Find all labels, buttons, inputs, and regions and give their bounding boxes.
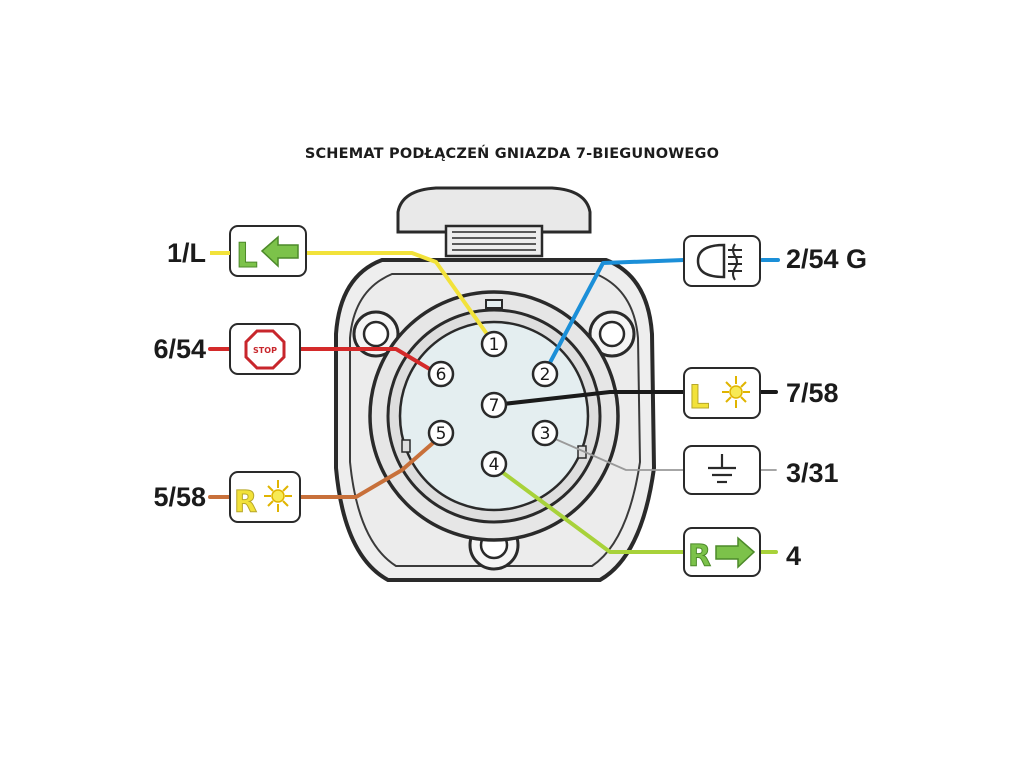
diagram-title: SCHEMAT PODŁĄCZEŃ GNIAZDA 7-BIEGUNOWEGO — [304, 146, 720, 162]
pin-3: 3 — [531, 419, 559, 447]
pin-number-4: 4 — [489, 455, 500, 475]
wire-pin-5 — [298, 434, 443, 499]
pin-label-7: 7/58 — [786, 378, 839, 408]
pin-7: 7 — [480, 391, 508, 419]
screw-hole-left — [352, 310, 400, 358]
wire-pin-3 — [552, 437, 685, 471]
right-turn-signal-icon: R — [683, 527, 761, 577]
wire-pin-6 — [298, 347, 440, 376]
pin-6: 6 — [427, 360, 455, 388]
pin-label-6: 6/54 — [153, 334, 206, 364]
pin-1: 1 — [480, 330, 508, 358]
pin-label-3: 3/31 — [786, 458, 839, 488]
wire-pin-4 — [492, 464, 686, 554]
lid-hinge — [444, 224, 544, 258]
screw-hole-right — [588, 310, 636, 358]
rear-fog-light-icon — [683, 235, 761, 287]
svg-text:R: R — [688, 539, 711, 574]
ground-icon — [683, 445, 761, 495]
pin-label-4: 4 — [786, 541, 802, 571]
svg-text:STOP: STOP — [253, 346, 277, 355]
pin-number-1: 1 — [489, 335, 500, 355]
pin-number-3: 3 — [540, 424, 551, 444]
svg-text:R: R — [234, 485, 257, 520]
wire-pin-1 — [303, 251, 496, 346]
pin-5: 5 — [427, 419, 455, 447]
pin-4: 4 — [480, 450, 508, 478]
pin-label-2: 2/54 G — [786, 244, 868, 274]
pin-number-6: 6 — [436, 365, 447, 385]
pin-2: 2 — [531, 360, 559, 388]
pin-label-1: 1/L — [166, 238, 206, 268]
right-position-light-icon: R — [229, 471, 301, 523]
pin-number-5: 5 — [436, 424, 447, 444]
pin-number-2: 2 — [540, 365, 551, 385]
left-turn-signal-icon: L — [229, 225, 307, 277]
socket-lid — [396, 186, 592, 234]
pin-number-7: 7 — [489, 396, 500, 416]
icon-letter-L: L — [236, 236, 258, 276]
wire-pin-2 — [543, 258, 686, 374]
pin-label-5: 5/58 — [153, 482, 206, 512]
wire-pin-7 — [492, 390, 686, 407]
pins-layer: 1 2 3 4 5 6 7 — [427, 330, 559, 478]
socket-housing — [334, 186, 657, 582]
left-position-light-icon: L — [683, 367, 761, 419]
stop-light-icon: STOP — [229, 323, 301, 375]
svg-text:L: L — [689, 378, 709, 416]
